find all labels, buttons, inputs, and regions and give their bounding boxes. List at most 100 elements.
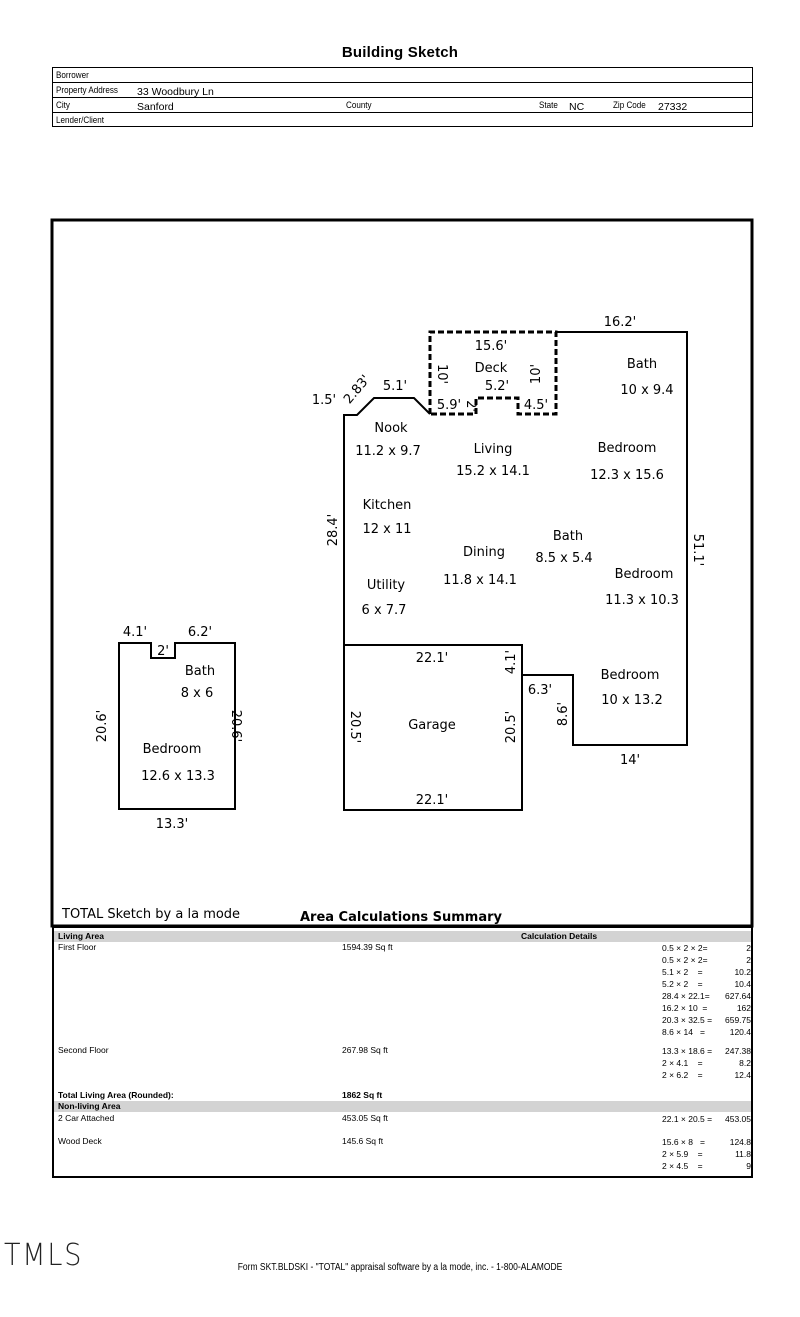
second-dim-right: 20.6'	[228, 710, 243, 743]
second-floor-outline	[118, 642, 236, 810]
room-size: 11.2 x 9.7	[355, 444, 421, 459]
dim-5-1: 5.1'	[383, 379, 407, 394]
second-dim-step: 2'	[157, 644, 169, 659]
room-name: Bath	[627, 357, 657, 372]
room-size: 12 x 11	[362, 522, 411, 537]
calc-result: 627.64	[725, 991, 751, 1001]
garage-dim-right: 20.5'	[504, 711, 519, 744]
room-name: Utility	[367, 578, 406, 593]
calc-expression: 28.4 × 22.1=	[662, 991, 710, 1001]
state-value: NC	[569, 101, 585, 113]
calc-expression: 0.5 × 2 × 2=	[662, 955, 708, 965]
page-title: Building Sketch	[341, 44, 459, 61]
room-name: Nook	[374, 421, 408, 436]
room-name: Dining	[463, 545, 505, 560]
calc-result: 124.8	[729, 1137, 751, 1147]
deck-area: 145.6 Sq ft	[342, 1136, 384, 1146]
room-size: 10 x 13.2	[601, 693, 662, 708]
first-floor-area: 1594.39 Sq ft	[342, 942, 393, 952]
garage-dim-top: 22.1'	[416, 651, 449, 666]
calc-expression: 5.2 × 2 =	[662, 979, 703, 989]
form-footer: Form SKT.BLDSKI - "TOTAL" appraisal soft…	[237, 1262, 563, 1273]
sketch-credit: TOTAL Sketch by a la mode	[61, 907, 240, 922]
deck-dim-top: 15.6'	[475, 339, 508, 354]
dim-16-2: 16.2'	[604, 315, 637, 330]
calc-row: 2 × 5.9 = 11.8	[662, 1148, 751, 1160]
room-size: 12.3 x 15.6	[590, 468, 664, 483]
calc-result: 9	[746, 1161, 751, 1171]
calc-expression: 8.6 × 14 =	[662, 1027, 706, 1037]
calc-result: 8.2	[739, 1058, 751, 1068]
calc-expression: 20.3 × 32.5 =	[662, 1015, 713, 1025]
garage-calcs: 22.1 × 20.5 = 453.05	[662, 1113, 751, 1125]
living-area-header: Living Area Calculation Details	[54, 931, 751, 942]
calc-result: 2	[746, 943, 751, 953]
garage-dim-bottom: 22.1'	[416, 793, 449, 808]
calc-expression: 16.2 × 10 =	[662, 1003, 708, 1013]
room-name: Living	[474, 442, 513, 457]
zip-value: 27332	[658, 101, 688, 113]
calc-row: 28.4 × 22.1= 627.64	[662, 990, 751, 1002]
calc-expression: 2 × 5.9 =	[662, 1149, 703, 1159]
second-dim-4-1: 4.1'	[123, 625, 147, 640]
room-size: 12.6 x 13.3	[141, 769, 215, 784]
calc-result: 453.05	[725, 1114, 751, 1124]
deck-outline	[428, 330, 558, 416]
calc-result: 10.4	[734, 979, 751, 989]
calc-expression: 13.3 × 18.6 =	[662, 1046, 713, 1056]
room-name: Bedroom	[598, 441, 657, 456]
dim-2-83: 2.83'	[341, 372, 373, 407]
area-calculations-summary: Living Area Calculation Details First Fl…	[52, 925, 753, 1178]
calc-row: 13.3 × 18.6 = 247.38	[662, 1045, 751, 1057]
total-living-label: Total Living Area (Rounded):	[58, 1090, 174, 1100]
dim-6-3: 6.3'	[528, 683, 552, 698]
calc-row: 2 × 4.1 = 8.2	[662, 1057, 751, 1069]
calc-result: 11.8	[735, 1149, 751, 1159]
city-label: City	[56, 100, 70, 111]
room-name: Bedroom	[143, 742, 202, 757]
deck-label: Wood Deck	[58, 1136, 102, 1146]
deck-dim-mid: 5.2'	[485, 379, 509, 394]
state-label: State	[539, 100, 558, 111]
calc-expression: 2 × 4.1 =	[662, 1058, 703, 1068]
calc-result: 659.75	[725, 1015, 751, 1025]
second-dim-bottom: 13.3'	[156, 817, 189, 832]
deck-dim-bl: 5.9'	[437, 398, 461, 413]
non-living-header: Non-living Area	[54, 1101, 751, 1112]
first-floor-label: First Floor	[58, 942, 97, 952]
room-name: Bedroom	[601, 668, 660, 683]
calc-expression: 0.5 × 2 × 2=	[662, 943, 708, 953]
room-size: 11.8 x 14.1	[443, 573, 517, 588]
calc-row: 20.3 × 32.5 = 659.75	[662, 1014, 751, 1026]
room-size: 6 x 7.7	[362, 603, 407, 618]
calc-expression: 2 × 4.5 =	[662, 1161, 703, 1171]
dim-8-6: 8.6'	[556, 702, 571, 726]
calc-result: 10.2	[734, 967, 751, 977]
calc-result: 247.38	[725, 1046, 751, 1056]
non-living-label: Non-living Area	[58, 1101, 121, 1111]
room-name: Garage	[408, 718, 456, 733]
dim-14: 14'	[620, 753, 640, 768]
county-label: County	[346, 100, 372, 111]
calc-row: 0.5 × 2 × 2=2	[662, 954, 751, 966]
deck-dim-left: 10'	[434, 364, 449, 384]
garage-outline	[343, 644, 523, 811]
deck-label: Deck	[475, 361, 508, 376]
deck-dim-br: 4.5'	[524, 398, 548, 413]
second-floor-area: 267.98 Sq ft	[342, 1045, 388, 1055]
calc-result: 162	[736, 1003, 751, 1013]
address-label: Property Address	[56, 85, 118, 96]
calc-result: 120.4	[729, 1027, 751, 1037]
calc-expression: 5.1 × 2 =	[662, 967, 703, 977]
zip-label: Zip Code	[613, 100, 646, 111]
second-dim-6-2: 6.2'	[188, 625, 212, 640]
garage-label: 2 Car Attached	[58, 1113, 115, 1123]
lender-label: Lender/Client	[56, 115, 105, 126]
second-floor-label: Second Floor	[58, 1045, 109, 1055]
calc-expression: 22.1 × 20.5 =	[662, 1114, 713, 1124]
calc-expression: 15.6 × 8 =	[662, 1137, 706, 1147]
